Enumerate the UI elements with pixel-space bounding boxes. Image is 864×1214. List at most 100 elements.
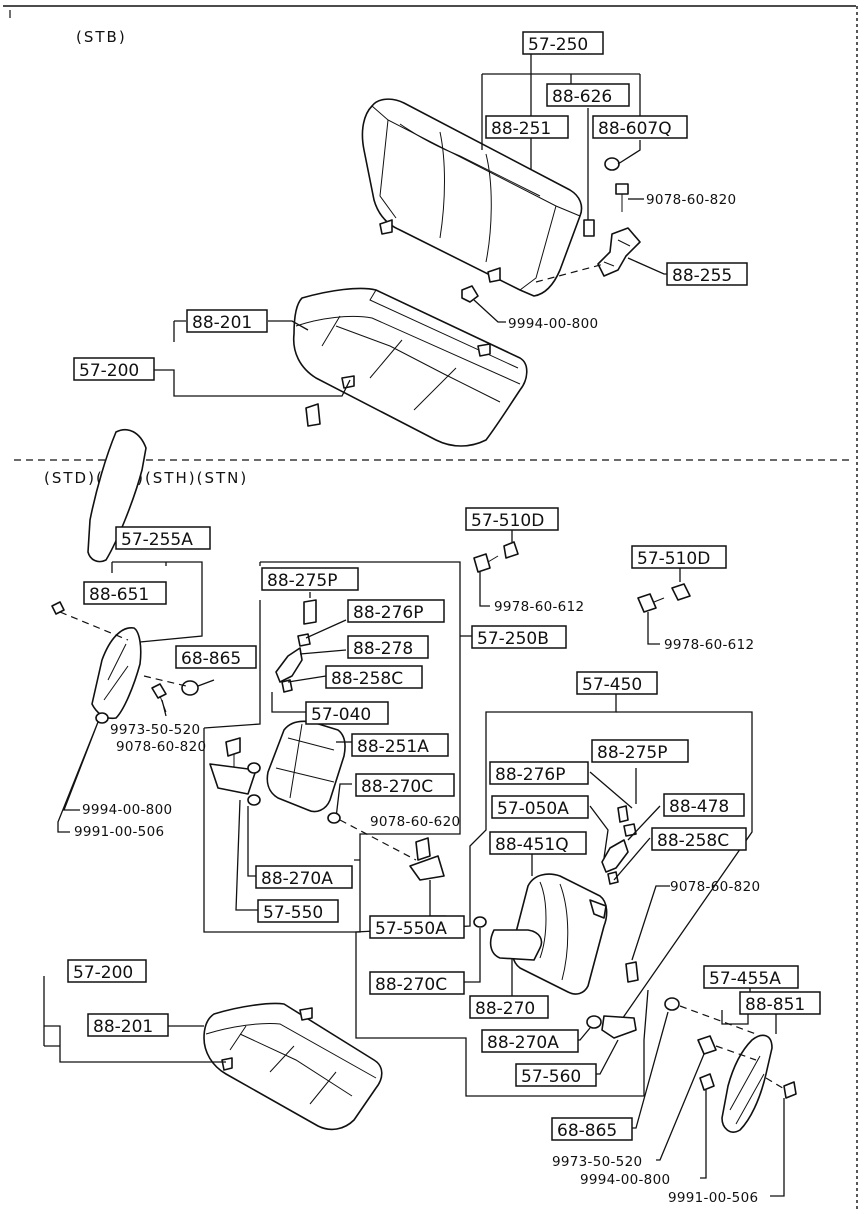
part-88-270a-right-box: [481, 1029, 579, 1053]
cushion-88-270a-icon: [247, 794, 261, 806]
stb-bracket-88-255: [597, 227, 641, 277]
part-88-201-bottom: 88-201: [93, 1017, 153, 1037]
part-88-275p-left: 88-275P: [267, 571, 337, 591]
cap-510d-b-icon: [671, 583, 691, 601]
part-57-250-box: [522, 31, 604, 55]
cap-510d-a-icon: [503, 541, 519, 559]
part-88-451q-box: [489, 831, 587, 855]
part-88-251a: 88-251A: [357, 737, 429, 757]
part-57-040-box: [305, 701, 389, 725]
latch-88-278-icon: [275, 647, 303, 683]
part-88-626: 88-626: [552, 87, 612, 107]
part-57-450: 57-450: [582, 675, 642, 695]
part-88-270a-right: 88-270A: [487, 1033, 559, 1053]
part-57-450-box: [576, 671, 658, 695]
fastener-68-865-right-icon: [664, 997, 680, 1011]
side-trim-88-851: [721, 1034, 773, 1133]
cap-88-258c-right-icon: [607, 871, 619, 885]
part-57-510d-a: 57-510D: [471, 511, 544, 531]
part-9994-00-800-left: 9994-00-800: [82, 802, 172, 818]
cushion-88-270c-left-icon: [327, 812, 341, 824]
part-57-560: 57-560: [521, 1067, 581, 1087]
part-9991-00-506-left: 9991-00-506: [74, 824, 164, 840]
part-68-865-right-box: [551, 1117, 633, 1141]
bolt-9078-60-820-right-icon: [625, 961, 639, 983]
part-88-607q-box: [592, 115, 688, 139]
part-88-251-box: [485, 115, 569, 139]
part-9991-00-506-right: 9991-00-506: [668, 1190, 758, 1206]
part-88-478-box: [663, 793, 745, 817]
part-88-270: 88-270: [475, 999, 535, 1019]
cap-88-258c-icon: [281, 679, 293, 693]
bolt-9078-60-820-icon: [225, 737, 241, 757]
stb-small-parts: [461, 157, 629, 303]
part-88-607q: 88-607Q: [598, 119, 672, 139]
part-9994-00-800-top: 9994-00-800: [508, 316, 598, 332]
bolt-88-275p-icon: [303, 599, 317, 625]
nut-left-icon: [95, 712, 109, 724]
washer-88-276p-icon: [297, 633, 311, 647]
stb-seat-cushion: [292, 287, 528, 447]
part-88-278: 88-278: [353, 639, 413, 659]
part-88-651: 88-651: [89, 585, 149, 605]
part-88-258c-right-box: [651, 827, 747, 851]
part-9973-50-520-right: 9973-50-520: [552, 1154, 642, 1170]
bracket-57-560-icon: [601, 1015, 637, 1039]
nut-right-icon: [699, 1073, 715, 1091]
part-88-275p-left-box: [261, 567, 359, 591]
cushion-88-270c-right-icon: [473, 916, 487, 928]
part-57-550: 57-550: [263, 903, 323, 923]
part-9994-00-800-right: 9994-00-800: [580, 1172, 670, 1188]
stb-seat-back: [361, 98, 583, 297]
part-9978-60-612-a: 9978-60-612: [494, 599, 584, 615]
variant-label-top: (STB): [76, 28, 127, 46]
center-armrest-88-451q: [489, 873, 608, 995]
part-88-255-box: [666, 262, 748, 286]
part-57-550-box: [257, 899, 339, 923]
part-57-255a: 57-255A: [121, 530, 193, 550]
bracket-57-550a-icon: [409, 855, 445, 881]
clip-left-icon: [51, 601, 65, 615]
part-88-276p-left: 88-276P: [353, 603, 423, 623]
part-9078-60-820-left: 9078-60-820: [116, 739, 206, 755]
part-88-270a-left-box: [255, 865, 353, 889]
part-88-651-box: [83, 581, 167, 605]
part-57-550a-box: [369, 915, 465, 939]
part-57-250: 57-250: [528, 35, 588, 55]
part-88-270c-right: 88-270C: [375, 975, 447, 995]
screw-right-icon: [697, 1035, 717, 1055]
screw-left-icon: [151, 683, 167, 699]
bolt-9078-60-620-icon: [415, 837, 431, 861]
part-88-276p-left-box: [347, 599, 445, 623]
part-88-270c-left-box: [355, 773, 455, 797]
part-88-255: 88-255: [672, 266, 732, 286]
part-57-040: 57-040: [311, 705, 371, 725]
part-57-455a-box: [703, 965, 799, 989]
part-88-278-box: [347, 635, 429, 659]
part-88-275p-right-box: [591, 739, 689, 763]
latch-88-478-icon: [601, 839, 629, 873]
armrest-88-251a: [266, 720, 346, 813]
part-88-251a-box: [351, 733, 449, 757]
part-88-258c-left-box: [325, 665, 423, 689]
clip-icon: [583, 219, 595, 237]
part-57-455a: 57-455A: [709, 969, 781, 989]
part-57-550a: 57-550A: [375, 919, 447, 939]
washer-88-276p-right-icon: [623, 823, 637, 837]
part-88-258c-left: 88-258C: [331, 669, 403, 689]
part-88-478: 88-478: [669, 797, 729, 817]
part-57-560-box: [515, 1063, 597, 1087]
side-trim-88-651: [91, 627, 142, 720]
bolt-head-icon: [615, 183, 629, 195]
part-88-258c-right: 88-258C: [657, 831, 729, 851]
part-57-250b: 57-250B: [477, 629, 549, 649]
part-57-510d-b: 57-510D: [637, 549, 710, 569]
part-88-270c-right-box: [369, 971, 465, 995]
part-88-275p-right: 88-275P: [597, 743, 667, 763]
part-57-510d-a-box: [465, 507, 559, 531]
part-9078-60-820-top: 9078-60-820: [646, 192, 736, 208]
part-57-050a-box: [491, 795, 589, 819]
part-88-626-box: [546, 83, 630, 107]
seat-cushion-bottom: [203, 1002, 383, 1131]
